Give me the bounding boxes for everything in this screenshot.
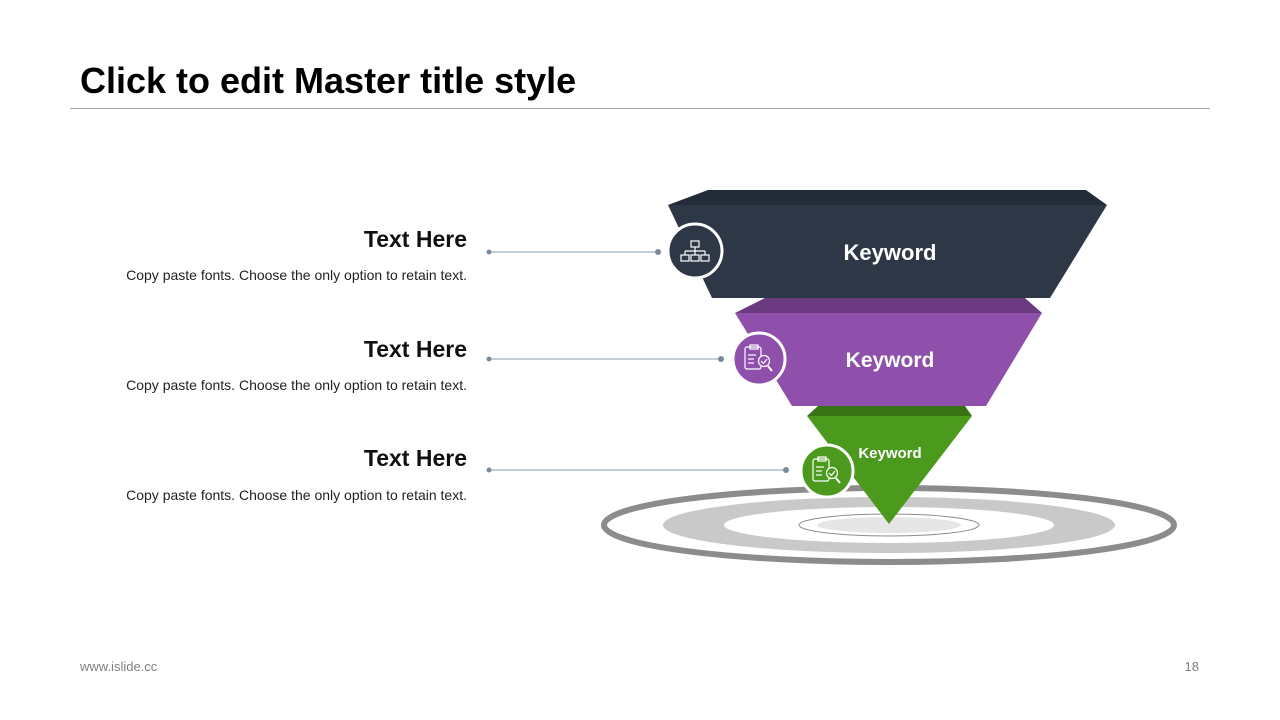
item-title-2[interactable]: Text Here	[363, 336, 467, 362]
item-desc-3[interactable]: Copy paste fonts. Choose the only option…	[126, 487, 467, 503]
item-desc-1[interactable]: Copy paste fonts. Choose the only option…	[126, 267, 467, 283]
keyword-label-3: Keyword	[858, 445, 921, 462]
page-number: 18	[1184, 659, 1199, 674]
slide-title[interactable]: Click to edit Master title style	[80, 60, 577, 101]
keyword-label-2: Keyword	[846, 349, 935, 372]
target-base	[601, 485, 1177, 565]
clipboard-search-icon	[799, 443, 855, 499]
item-title-1[interactable]: Text Here	[363, 226, 467, 252]
item-title-3[interactable]: Text Here	[363, 445, 467, 471]
title-divider	[70, 108, 1210, 109]
funnel-layer-1[interactable]: Keyword	[668, 190, 1107, 298]
funnel-layer-2[interactable]: Keyword	[735, 298, 1042, 406]
clipboard-search-icon	[731, 331, 787, 387]
connector-lines	[486, 249, 789, 473]
footer-website: www.islide.cc	[80, 659, 158, 674]
item-desc-2[interactable]: Copy paste fonts. Choose the only option…	[126, 377, 467, 393]
funnel-layer-3[interactable]: Keyword	[807, 406, 972, 524]
keyword-label-1: Keyword	[844, 240, 937, 265]
org-chart-icon	[666, 222, 724, 280]
